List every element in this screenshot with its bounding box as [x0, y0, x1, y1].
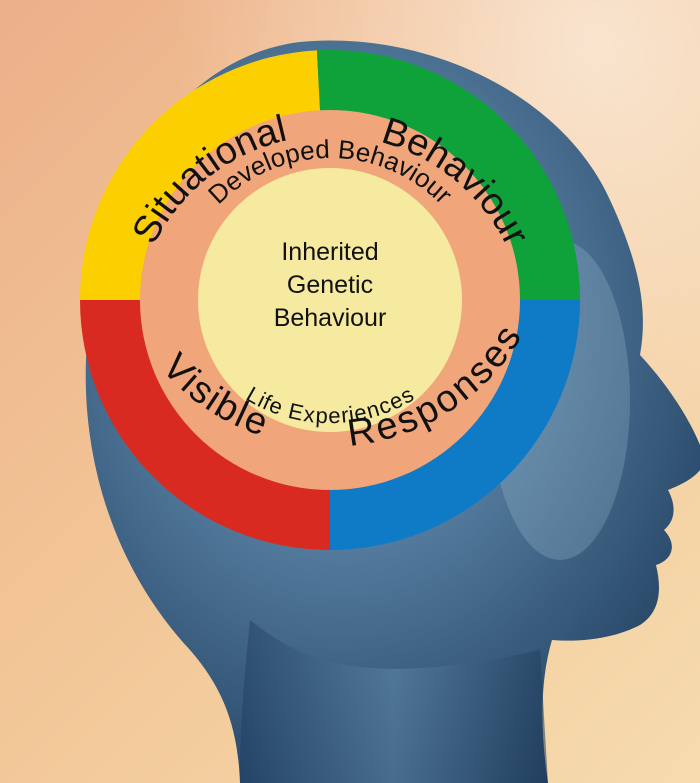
core-line-1: Inherited — [281, 238, 378, 266]
core-line-2: Genetic — [287, 271, 373, 299]
core-line-3: Behaviour — [274, 304, 387, 332]
